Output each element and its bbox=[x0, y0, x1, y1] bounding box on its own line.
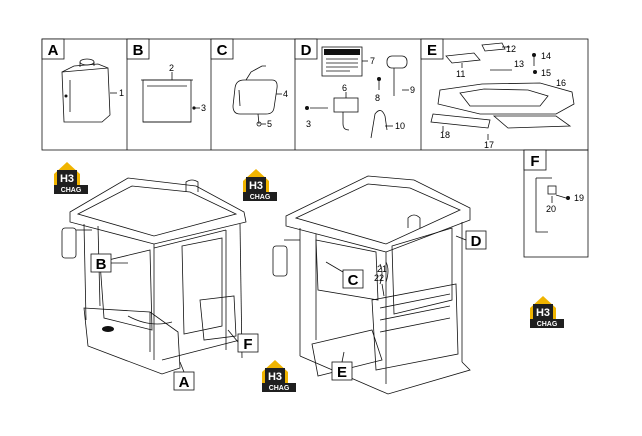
item-8: 8 bbox=[375, 93, 380, 103]
panel-e: E 12 11 13 14 15 16 18 17 bbox=[420, 38, 575, 150]
item-7: 7 bbox=[370, 56, 375, 66]
item-13: 13 bbox=[514, 59, 524, 69]
panel-f-letter: F bbox=[530, 153, 539, 170]
svg-text:CHAG: CHAG bbox=[250, 194, 271, 201]
panel-a: A 1 bbox=[41, 38, 124, 123]
item-19: 19 bbox=[574, 193, 584, 203]
watermark-3: H3 CHAG bbox=[530, 296, 564, 328]
item-9: 9 bbox=[410, 85, 415, 95]
svg-text:H3: H3 bbox=[268, 371, 282, 383]
coat-hook-drawing bbox=[333, 97, 359, 131]
item-3-d: 3 bbox=[306, 119, 311, 129]
item-5: 5 bbox=[267, 119, 272, 129]
item-20: 20 bbox=[546, 204, 556, 214]
hook-drawing bbox=[370, 110, 388, 139]
callout-d: D bbox=[471, 233, 482, 250]
svg-text:CHAG: CHAG bbox=[61, 187, 82, 194]
item-14: 14 bbox=[541, 51, 551, 61]
decal-drawing bbox=[321, 46, 363, 77]
callout-f: F bbox=[243, 336, 252, 353]
panel-d: D 7 6 3 9 8 10 bbox=[294, 38, 415, 139]
item-15: 15 bbox=[541, 68, 551, 78]
item-4: 4 bbox=[283, 89, 288, 99]
right-cab-callouts: D C E 21 22 bbox=[325, 230, 487, 381]
panel-d-letter: D bbox=[301, 42, 312, 59]
watermark-2: H3 CHAG bbox=[243, 169, 277, 201]
grab-handle-drawing bbox=[386, 55, 408, 96]
item-6: 6 bbox=[342, 83, 347, 93]
panel-e-letter: E bbox=[427, 42, 437, 59]
svg-text:H3: H3 bbox=[60, 173, 74, 185]
panel-c-letter: C bbox=[217, 42, 228, 59]
floor-mat-drawing bbox=[430, 42, 575, 129]
item-12: 12 bbox=[506, 44, 516, 54]
item-22: 22 bbox=[374, 273, 384, 283]
watermark-4: H3 CHAG bbox=[262, 360, 296, 392]
item-17: 17 bbox=[484, 140, 494, 150]
mirror-drawing bbox=[232, 65, 278, 127]
bracket-drawing bbox=[535, 177, 557, 233]
washer-tank-drawing bbox=[61, 58, 111, 123]
right-cab-drawing bbox=[272, 175, 471, 395]
panel-f: F 19 20 bbox=[523, 149, 589, 258]
item-1: 1 bbox=[119, 88, 124, 98]
callout-b: B bbox=[96, 256, 107, 273]
svg-text:CHAG: CHAG bbox=[537, 321, 558, 328]
item-18: 18 bbox=[440, 130, 450, 140]
left-cab-drawing bbox=[61, 177, 247, 375]
svg-text:CHAG: CHAG bbox=[269, 385, 290, 392]
item-3: 3 bbox=[201, 103, 206, 113]
svg-text:H3: H3 bbox=[249, 180, 263, 192]
sun-blind-drawing bbox=[141, 79, 193, 123]
panel-b-letter: B bbox=[133, 42, 144, 59]
panel-a-letter: A bbox=[48, 42, 59, 59]
left-cab-callouts: B A F bbox=[90, 253, 259, 391]
panel-c: C 4 5 bbox=[210, 38, 288, 129]
callout-c: C bbox=[348, 272, 359, 289]
item-10: 10 bbox=[395, 121, 405, 131]
item-2: 2 bbox=[169, 63, 174, 73]
svg-text:H3: H3 bbox=[536, 307, 550, 319]
item-11: 11 bbox=[456, 69, 465, 79]
item-16: 16 bbox=[556, 78, 566, 88]
watermark-1: H3 CHAG bbox=[54, 162, 88, 194]
item-21: 21 bbox=[377, 264, 387, 274]
panel-b: B 2 3 bbox=[126, 38, 206, 123]
callout-a: A bbox=[179, 374, 190, 391]
callout-e: E bbox=[337, 364, 347, 381]
